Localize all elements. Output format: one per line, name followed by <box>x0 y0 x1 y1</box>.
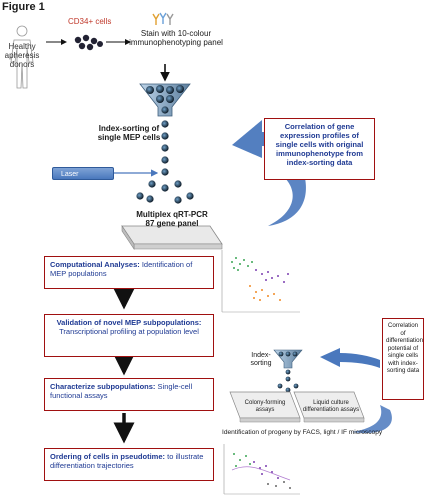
cd34-cells-icon <box>74 34 103 51</box>
step-3-text: Single-cell functional assays <box>50 382 193 400</box>
step-characterize: Characterize subpopulations: Single-cell… <box>44 378 214 411</box>
culture-plates-icon <box>229 391 365 423</box>
index-sorting-2-label: Index-sorting <box>250 352 272 367</box>
pca-scatter-thumbnail <box>221 250 300 313</box>
step-validation: Validation of novel MEP subpopulations: … <box>44 314 214 357</box>
step-3-bold: Characterize subpopulations: <box>50 382 156 391</box>
step-1-bold: Computational Analyses: <box>50 260 140 269</box>
progeny-label: Identification of progeny by FACS, light… <box>222 429 383 436</box>
liquid-label: Liquid culture differentiation assays <box>302 400 360 413</box>
step-4-text: to illustrate differentiation trajectori… <box>50 452 204 470</box>
cd34-label: CD34+ cells <box>68 17 112 26</box>
feedback-arrow-bottom-icon <box>320 348 380 368</box>
laser-label: Laser <box>52 167 114 180</box>
correlation-box: Correlation of gene expression profiles … <box>264 118 375 180</box>
step-computational: Computational Analyses: Identification o… <box>44 256 214 289</box>
donors-label: Healthy apheresis donors <box>4 42 40 69</box>
antibody-icons <box>152 12 174 25</box>
step-4-bold: Ordering of cells in pseudotime: <box>50 452 166 461</box>
index-sorting-label: Index-sorting of single MEP cells <box>97 124 161 142</box>
step-2-text: Transcriptional profiling at population … <box>59 327 199 336</box>
single-cell-droplets <box>136 120 194 204</box>
pcr-label: Multiplex qRT-PCR 87 gene panel <box>136 210 208 228</box>
step-1-text: Identification of MEP populations <box>50 260 193 278</box>
pcr-plate-icon <box>121 225 223 250</box>
correlation-box-2: Correlation of differentiation potential… <box>382 318 424 400</box>
pseudotime-thumbnail <box>223 444 300 495</box>
colony-label: Colony-forming assays <box>244 400 286 413</box>
figure-title: Figure 1 <box>2 1 45 13</box>
sorting-funnel-icon <box>139 83 191 117</box>
stain-label: Stain with 10-colour immunophenotyping p… <box>129 29 223 47</box>
donor-person-icon <box>10 25 34 89</box>
sorting-funnel-2-icon <box>273 349 303 393</box>
step-pseudotime: Ordering of cells in pseudotime: to illu… <box>44 448 214 481</box>
step-2-bold: Validation of novel MEP subpopulations: <box>56 318 202 327</box>
